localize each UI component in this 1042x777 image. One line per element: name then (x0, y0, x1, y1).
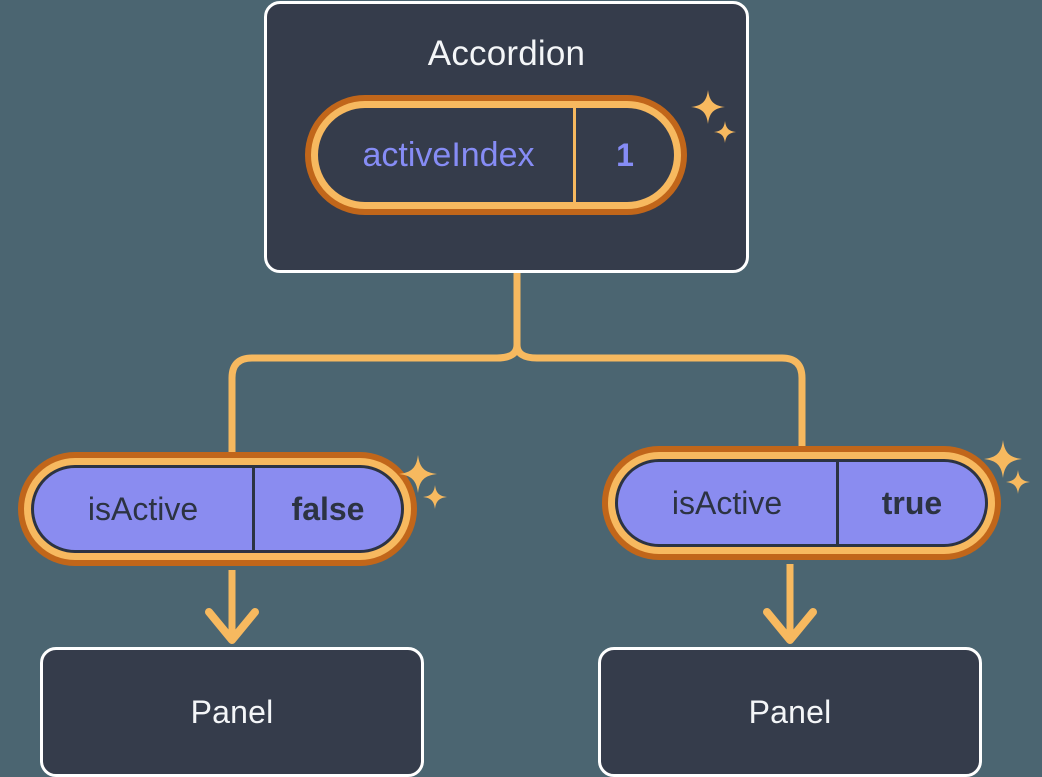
arrow-down-icon-right (763, 608, 817, 644)
state-value: true (881, 484, 943, 521)
state-pill-activeindex[interactable]: activeIndex 1 (305, 95, 687, 215)
pill-content: isActive true (615, 459, 988, 547)
state-pill-isactive-true[interactable]: isActive true (602, 446, 1001, 560)
pill-divider (252, 468, 255, 550)
page-title: Accordion (427, 34, 586, 73)
pill-outer-ring: isActive false (18, 452, 417, 566)
sparkle-icon (691, 90, 725, 124)
sparkle-small-icon (423, 485, 447, 509)
pill-content: activeIndex 1 (318, 108, 674, 202)
panel-title: Panel (748, 693, 832, 730)
state-value: 1 (616, 136, 634, 173)
pill-content: isActive false (31, 465, 404, 553)
arrow-down-icon-left (205, 608, 259, 644)
component-node-panel-left[interactable]: Panel (40, 647, 424, 777)
sparkle-small-icon (714, 121, 736, 143)
state-key: isActive (671, 484, 783, 521)
state-key: isActive (87, 490, 199, 527)
sparkle-small-icon (1006, 470, 1030, 494)
pill-outer-ring: isActive true (602, 446, 1001, 560)
panel-title: Panel (190, 693, 274, 730)
state-value: false (291, 490, 365, 527)
component-node-panel-right[interactable]: Panel (598, 647, 982, 777)
connector-branches (228, 341, 806, 456)
pill-inner-ring: isActive false (24, 458, 411, 560)
state-key: activeIndex (362, 135, 535, 174)
pill-inner-ring: activeIndex 1 (311, 101, 681, 209)
pill-divider (573, 108, 576, 202)
pill-outer-ring: activeIndex 1 (305, 95, 687, 215)
pill-inner-ring: isActive true (608, 452, 995, 554)
pill-divider (836, 462, 839, 544)
state-pill-isactive-false[interactable]: isActive false (18, 452, 417, 566)
